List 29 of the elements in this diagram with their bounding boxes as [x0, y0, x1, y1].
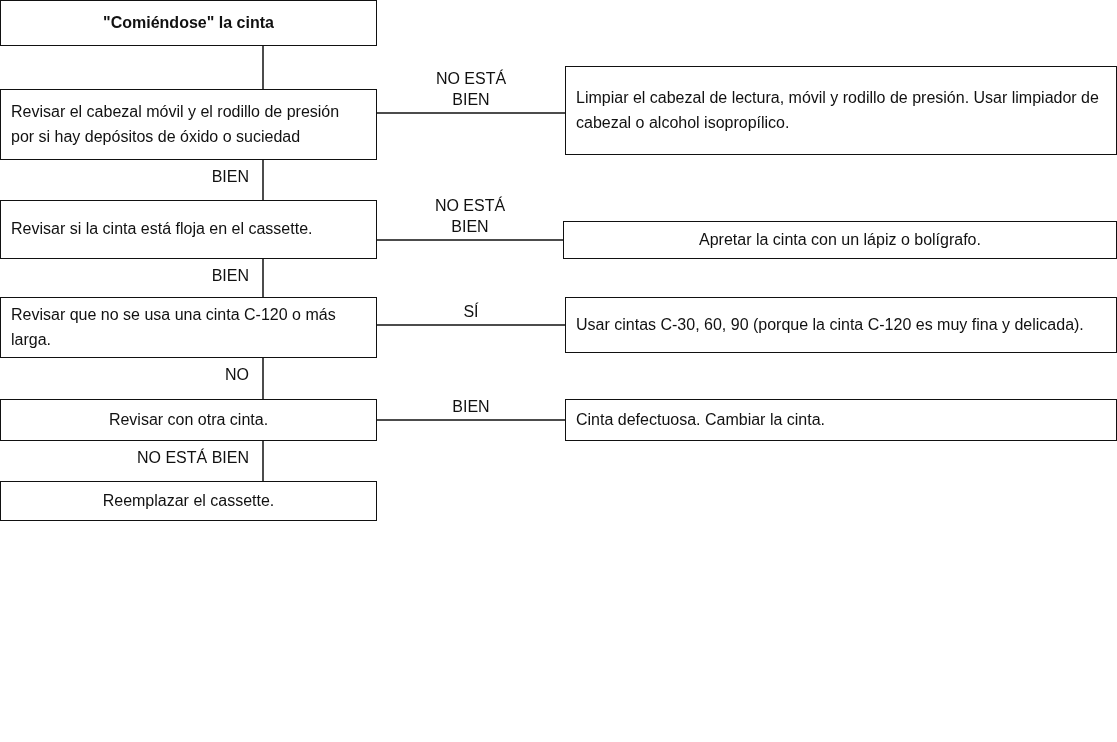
box-text: Reemplazar el cassette.: [101, 490, 276, 511]
process-box: [565, 297, 1117, 353]
box-text: Cinta defectuosa. Cambiar la cinta.: [576, 409, 826, 430]
process-box: [565, 399, 1117, 441]
heading: "Comiéndose" la cinta: [102, 12, 275, 33]
connector-line: [262, 440, 264, 482]
box-text: Usar cintas C-30, 60, 90 (porque la cinta C-120 es muy fina y delicada).: [576, 314, 1085, 335]
box-text: Apretar la cinta con un lápiz o bolígrafo.: [698, 229, 982, 250]
process-box: [0, 297, 377, 358]
box-text: Revisar si la cinta está floja en el cassette.: [11, 219, 314, 240]
box-text: Revisar el cabezal móvil y el rodillo de presión por si hay depósitos de óxido o suciedad: [11, 101, 341, 147]
box-text: Revisar con otra cinta.: [107, 409, 270, 430]
connector-line: [376, 419, 566, 421]
process-box: [0, 89, 377, 160]
process-box: [565, 66, 1117, 155]
process-box: [0, 0, 377, 46]
process-box: [0, 200, 377, 259]
process-box: [0, 481, 377, 521]
connector-line: [262, 45, 264, 90]
connector-line: [376, 324, 566, 326]
process-box: [0, 399, 377, 441]
connector-line: [262, 357, 264, 400]
box-text: Revisar que no se usa una cinta C-120 o más larga.: [11, 304, 337, 350]
box-text: Limpiar el cabezal de lectura, móvil y rodillo de presión. Usar limpiador de cabezal o alcohol isopropílico.: [576, 87, 1100, 133]
connector-line: [376, 239, 564, 241]
connector-line: [262, 258, 264, 298]
process-box: [563, 221, 1117, 259]
connector-line: [262, 159, 264, 201]
connector-line: [376, 112, 566, 114]
